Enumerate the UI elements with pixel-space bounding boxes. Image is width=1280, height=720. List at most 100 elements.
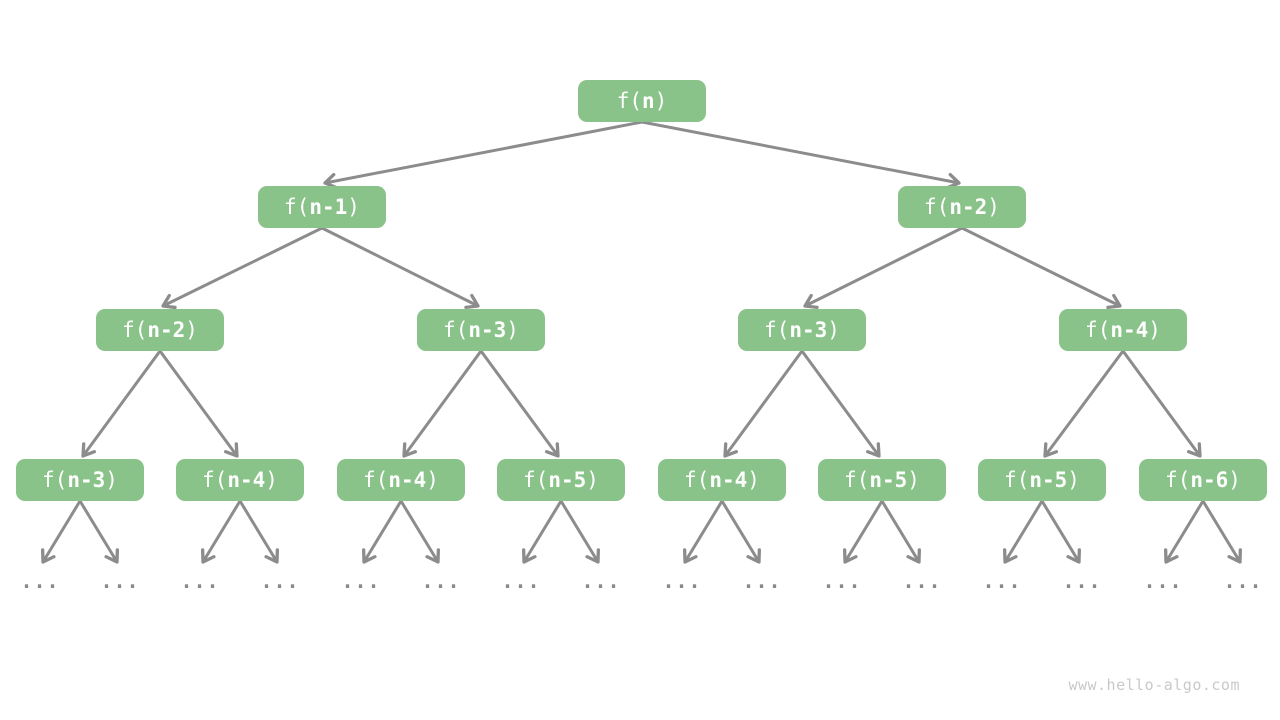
tree-edge-arrow	[1002, 500, 1044, 564]
ellipsis-leaf: ...	[1062, 569, 1102, 593]
tree-edge-arrow	[399, 500, 441, 564]
ellipsis-leaf: ...	[341, 569, 381, 593]
node-label-prefix: f(	[924, 194, 950, 219]
tree-node-n1: f(n-1)	[258, 186, 386, 228]
tree-node-n9: f(n-4)	[337, 459, 465, 501]
tree-edge-arrow	[723, 350, 804, 458]
node-label-prefix: f(	[443, 317, 469, 342]
node-label-prefix: f(	[523, 467, 549, 492]
tree-node-n0: f(n)	[578, 80, 706, 122]
tree-node-n7: f(n-3)	[16, 459, 144, 501]
node-label-suffix: )	[747, 467, 760, 492]
node-label-argument: n-3	[67, 467, 106, 492]
tree-edge-arrow	[1043, 350, 1125, 458]
tree-node-n13: f(n-5)	[978, 459, 1106, 501]
tree-node-n2: f(n-2)	[898, 186, 1026, 228]
node-label-suffix: )	[907, 467, 920, 492]
node-label-argument: n-4	[709, 467, 748, 492]
tree-node-n4: f(n-3)	[417, 309, 545, 351]
node-label-prefix: f(	[284, 194, 310, 219]
node-label-suffix: )	[265, 467, 278, 492]
tree-edge-arrow	[641, 120, 961, 190]
node-label-suffix: )	[506, 317, 519, 342]
node-label-argument: n-1	[309, 194, 348, 219]
node-label-argument: n-5	[869, 467, 908, 492]
node-label-suffix: )	[654, 88, 668, 113]
tree-node-n3: f(n-2)	[96, 309, 224, 351]
watermark: www.hello-algo.com	[1068, 676, 1240, 694]
node-label-prefix: f(	[684, 467, 710, 492]
ellipsis-leaf: ...	[501, 569, 541, 593]
ellipsis-leaf: ...	[260, 569, 300, 593]
tree-node-n6: f(n-4)	[1059, 309, 1187, 351]
node-label-argument: n-4	[227, 467, 266, 492]
ellipsis-leaf: ...	[982, 569, 1022, 593]
node-label-prefix: f(	[42, 467, 68, 492]
tree-node-n12: f(n-5)	[818, 459, 946, 501]
node-label-argument: n-6	[1190, 467, 1229, 492]
ellipsis-leaf: ...	[581, 569, 621, 593]
ellipsis-leaf: ...	[100, 569, 140, 593]
tree-node-n8: f(n-4)	[176, 459, 304, 501]
node-label-argument: n	[641, 88, 655, 113]
node-label-argument: n-2	[147, 317, 186, 342]
tree-edge-arrow	[803, 226, 963, 310]
node-label-argument: n-5	[1029, 467, 1068, 492]
tree-edge-arrow	[479, 350, 560, 458]
ellipsis-leaf: ...	[902, 569, 942, 593]
node-label-suffix: )	[1228, 467, 1241, 492]
node-label-prefix: f(	[616, 88, 642, 113]
node-label-argument: n-4	[388, 467, 427, 492]
node-label-suffix: )	[426, 467, 439, 492]
node-label-suffix: )	[1067, 467, 1080, 492]
ellipsis-leaf: ...	[20, 569, 60, 593]
tree-edge-arrow	[720, 500, 762, 564]
tree-node-n14: f(n-6)	[1139, 459, 1267, 501]
node-label-suffix: )	[586, 467, 599, 492]
tree-edge-arrow	[78, 500, 120, 564]
node-label-argument: n-3	[468, 317, 507, 342]
ellipsis-leaf: ...	[1223, 569, 1263, 593]
tree-edge-arrow	[40, 500, 82, 564]
tree-edge-arrow	[961, 226, 1122, 310]
node-label-argument: n-5	[548, 467, 587, 492]
tree-edge-arrow	[1121, 350, 1202, 458]
tree-edge-arrow	[200, 500, 242, 564]
ellipsis-leaf: ...	[1143, 569, 1183, 593]
tree-edge-arrow	[158, 350, 239, 458]
node-label-prefix: f(	[844, 467, 870, 492]
ellipsis-leaf: ...	[180, 569, 220, 593]
tree-node-n11: f(n-4)	[658, 459, 786, 501]
tree-node-n10: f(n-5)	[497, 459, 625, 501]
ellipsis-leaf: ...	[421, 569, 461, 593]
node-label-suffix: )	[185, 317, 198, 342]
node-label-prefix: f(	[764, 317, 790, 342]
ellipsis-leaf: ...	[822, 569, 862, 593]
tree-edge-arrow	[81, 350, 162, 458]
tree-edge-arrow	[161, 226, 323, 310]
tree-edge-arrow	[238, 500, 280, 564]
tree-edge-arrow	[321, 226, 480, 309]
tree-edge-arrow	[361, 500, 403, 564]
node-label-suffix: )	[827, 317, 840, 342]
node-label-prefix: f(	[202, 467, 228, 492]
tree-edge-arrow	[682, 500, 724, 564]
ellipsis-leaf: ...	[662, 569, 702, 593]
tree-node-n5: f(n-3)	[738, 309, 866, 351]
ellipsis-leaf: ...	[742, 569, 782, 593]
node-label-prefix: f(	[1165, 467, 1191, 492]
node-label-prefix: f(	[363, 467, 389, 492]
tree-edge-arrow	[559, 500, 601, 564]
node-label-prefix: f(	[1004, 467, 1030, 492]
node-label-argument: n-2	[949, 194, 988, 219]
node-label-prefix: f(	[122, 317, 148, 342]
tree-edge-arrow	[402, 350, 483, 458]
node-label-argument: n-4	[1110, 317, 1149, 342]
tree-edge-arrow	[1163, 500, 1205, 564]
tree-edge-arrow	[800, 350, 881, 458]
tree-edge-arrow	[323, 120, 643, 190]
tree-edge-arrow	[880, 500, 922, 564]
node-label-suffix: )	[1148, 317, 1161, 342]
